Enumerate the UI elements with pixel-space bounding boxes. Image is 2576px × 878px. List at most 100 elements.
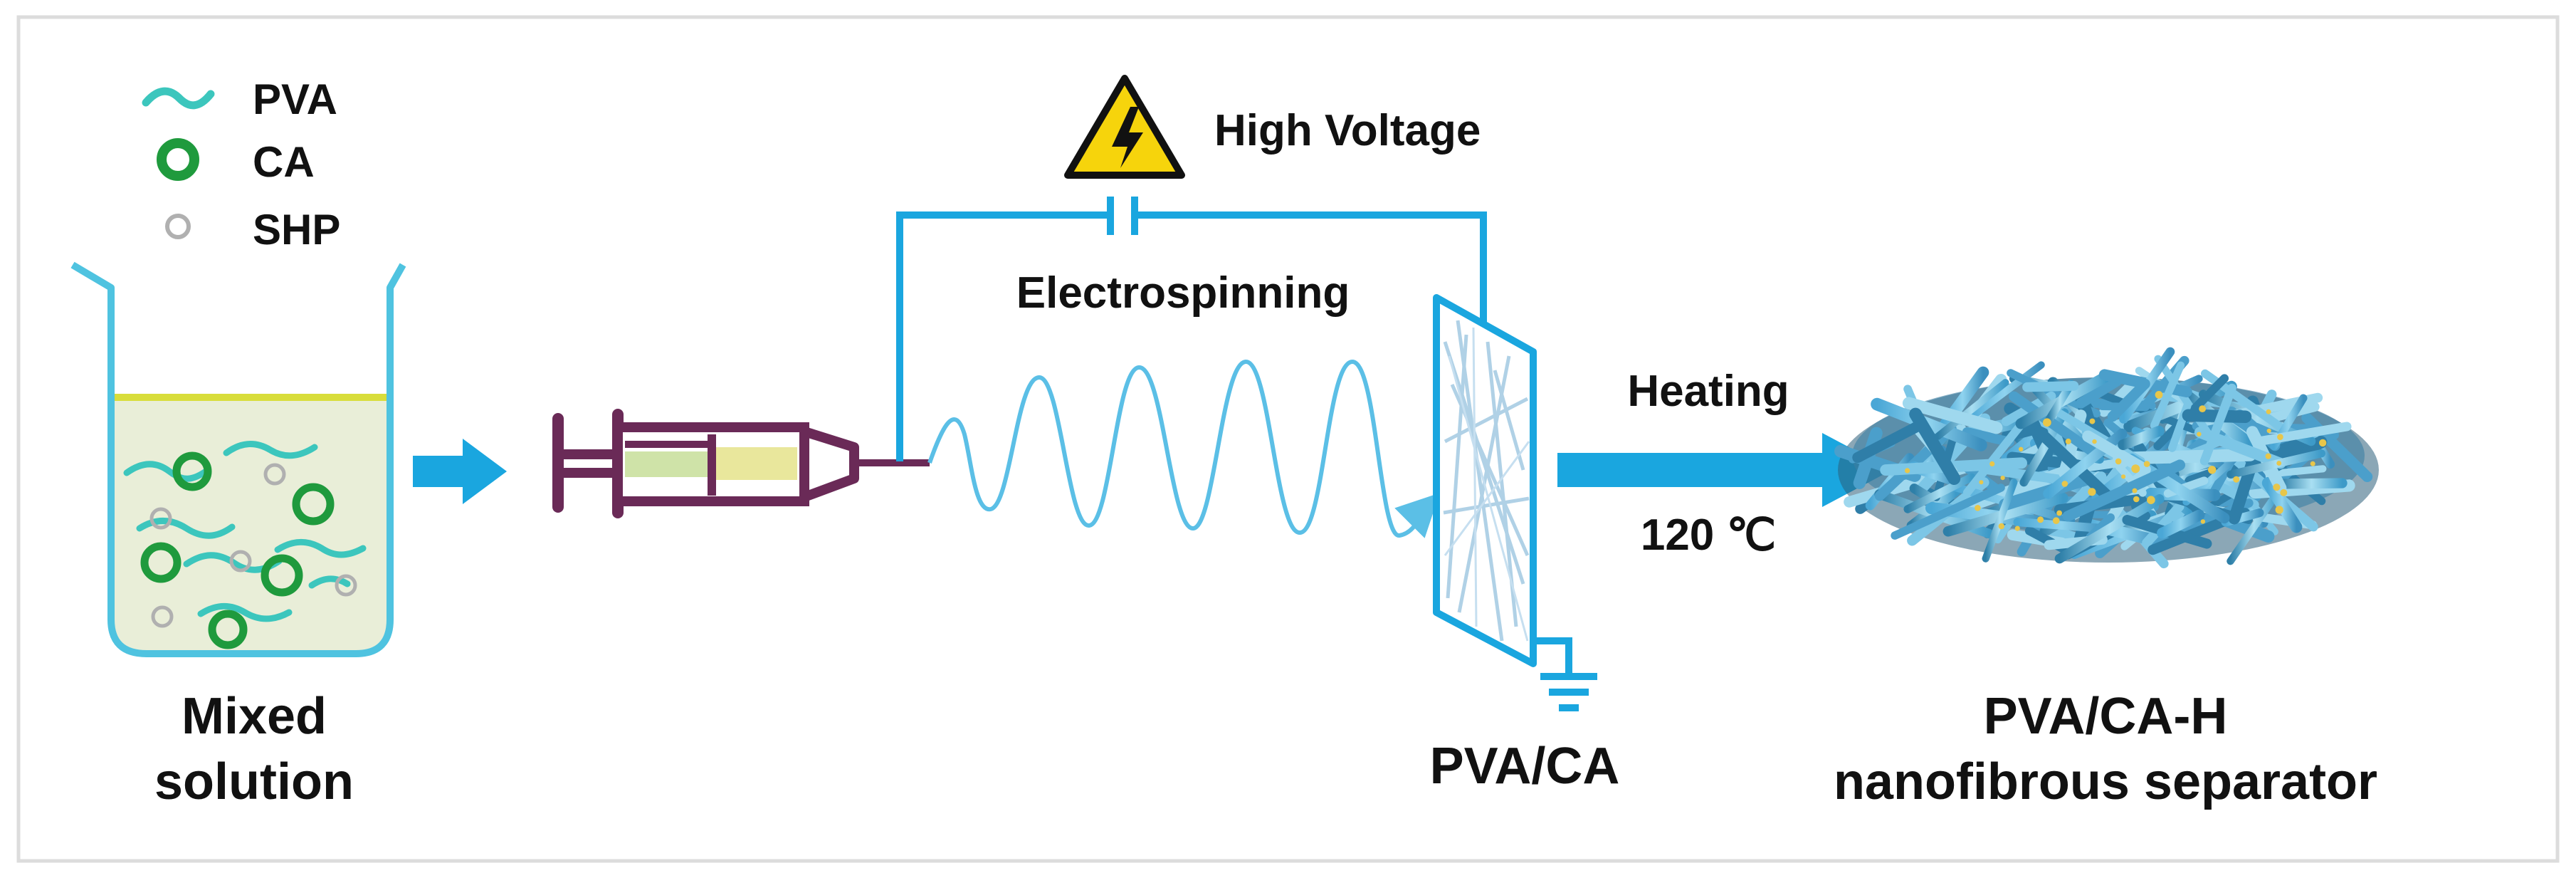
capacitor-icon [1107, 197, 1138, 235]
particle-speck [2037, 516, 2044, 523]
fiber-strand [2013, 517, 2109, 533]
particle-speck [2121, 474, 2126, 479]
fiber-strand [1852, 419, 1927, 464]
fiber-strand [1965, 361, 2045, 423]
particle-speck [2266, 409, 2271, 414]
particle-speck [1989, 461, 1995, 467]
particle-speck [2200, 519, 2206, 524]
particle-speck [2065, 438, 2071, 444]
electrospinning-label: Electrospinning [1016, 268, 1350, 318]
fiber-strand [1962, 427, 2014, 447]
particle-speck [1998, 523, 2004, 530]
particle-speck [2133, 496, 2140, 503]
fiber-strand [1902, 397, 2003, 434]
fiber-strand [2261, 476, 2303, 533]
fiber-strand [2199, 383, 2236, 466]
particle-speck [2280, 488, 2288, 496]
particle-speck [2273, 484, 2281, 491]
particle-speck [2061, 481, 2068, 487]
fiber-strand [2154, 355, 2214, 440]
fiber-strand [1962, 418, 2027, 497]
particle-speck [2115, 458, 2122, 465]
beaker-outline [70, 261, 406, 657]
shp-small-circle-icon [165, 214, 191, 239]
fiber-strand [2150, 361, 2185, 430]
particle-speck [2131, 464, 2140, 474]
product-label-line1: PVA/CA-H [1984, 688, 2228, 745]
particle-speck [2043, 418, 2051, 427]
fiber-strand [2062, 459, 2185, 522]
fiber-strand [2252, 422, 2352, 446]
fiber-strand [2227, 449, 2326, 479]
heating-arrow [1557, 433, 1892, 507]
particle-speck [2000, 476, 2005, 481]
fiber-strand [2022, 381, 2079, 392]
high-voltage-warning-icon [1064, 75, 1185, 179]
particle-speck [2275, 506, 2283, 514]
particle-speck [2266, 428, 2271, 434]
legend-pva-label: PVA [253, 75, 337, 123]
particle-speck [1979, 480, 1984, 485]
particle-speck [2155, 391, 2163, 399]
particle-speck [2233, 476, 2240, 483]
collector-plate [1433, 294, 1537, 667]
particle-speck [2197, 432, 2202, 437]
nanofiber-mat-image [1834, 347, 2379, 569]
particle-speck [2088, 488, 2096, 496]
shp-particles [149, 463, 357, 628]
fiber-strand [2009, 391, 2098, 458]
particle-speck [2265, 453, 2271, 459]
particle-speck [2092, 439, 2097, 444]
mixed-solution-label-line1: Mixed [182, 688, 327, 745]
legend: PVA CA SHP [142, 75, 340, 254]
fiber-strand [2118, 425, 2165, 451]
legend-ca-label: CA [253, 138, 315, 186]
spinning-jet [927, 359, 1440, 538]
particle-speck [2052, 517, 2060, 524]
product-label-line2: nanofibrous separator [1834, 753, 2377, 810]
heating-label: Heating [1627, 367, 1789, 416]
fiber-strand [2107, 378, 2150, 422]
particle-speck [2310, 461, 2315, 466]
particle-speck [1905, 468, 1910, 474]
particle-speck [2143, 461, 2150, 467]
legend-shp-label: SHP [253, 206, 340, 254]
flow-arrow-1 [413, 439, 507, 504]
fiber-strand [1909, 407, 1961, 485]
particle-speck [2277, 434, 2283, 440]
fiber-strand [1982, 479, 2018, 563]
particle-speck [2319, 439, 2327, 447]
fiber-strand [2142, 501, 2185, 548]
beaker-icon [70, 261, 406, 657]
fiber-strands [1834, 347, 2373, 569]
particle-speck [2147, 496, 2155, 504]
fiber-strand [2157, 509, 2205, 539]
particle-speck [2019, 446, 2024, 451]
fiber-strand [1903, 473, 1976, 513]
particle-speck [2089, 418, 2096, 424]
pva-wavy-line-icon [142, 87, 215, 110]
particle-speck [2199, 405, 2207, 412]
particle-speck [2014, 526, 2020, 531]
particle-speck [1975, 505, 1981, 511]
ground-icon [1533, 637, 1597, 711]
particle-speck [2132, 488, 2138, 493]
fiber-strand [2227, 488, 2282, 565]
fiber-strand [2082, 430, 2151, 476]
ca-ring-icon [157, 138, 199, 181]
mixed-solution-label-line2: solution [154, 753, 354, 810]
particle-speck [2056, 510, 2063, 516]
pva-ca-label: PVA/CA [1430, 738, 1620, 795]
syringe-icon [552, 409, 930, 518]
fiber-strand [1891, 484, 2005, 540]
fiber-strand [2054, 494, 2165, 564]
particle-speck [2276, 461, 2282, 466]
temperature-label: 120 ℃ [1641, 511, 1776, 560]
fiber-strand [1934, 379, 2009, 440]
circuit-wire [896, 211, 1487, 461]
high-voltage-label: High Voltage [1214, 106, 1481, 155]
particle-speck [2208, 466, 2217, 474]
ca-rings [140, 451, 335, 649]
fiber-strand [2075, 376, 2122, 409]
